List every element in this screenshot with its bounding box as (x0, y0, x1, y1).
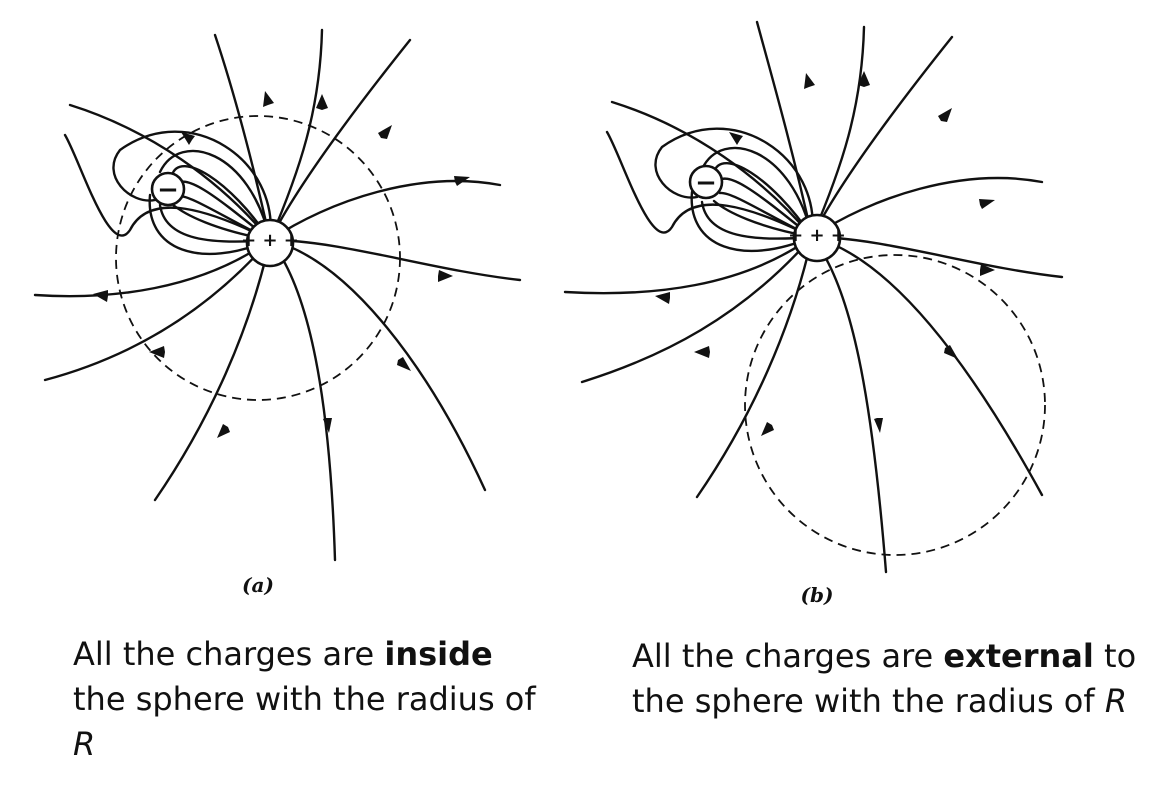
positive-signs-b: + + + (788, 225, 846, 246)
negative-sign-a: − (157, 175, 179, 205)
caption-a-text-2: the sphere with the radius of (73, 680, 536, 718)
field-lines-diagram-b: − + + + (b) (563, 20, 1064, 607)
field-lines-b (563, 20, 1064, 574)
caption-a-variable: R (73, 725, 96, 763)
negative-charge-b: − (688, 164, 724, 200)
positive-charge-a: + + + (241, 218, 299, 268)
field-lines-diagram-a: − + + + (a) (33, 28, 522, 597)
gaussian-sphere-b (744, 254, 1046, 556)
caption-b: All the charges are external to the sphe… (632, 634, 1162, 724)
caption-b-emphasis: external (943, 637, 1094, 675)
caption-b-text-2: to the sphere with the radius of (632, 637, 1137, 720)
caption-a: All the charges are inside the sphere wi… (73, 632, 553, 767)
panel-a-charges-inside: − + + + (a) All the charges are inside t… (0, 0, 560, 788)
caption-a-emphasis: inside (384, 635, 493, 673)
negative-sign-b: − (695, 168, 717, 198)
positive-signs-a: + + + (241, 230, 299, 251)
caption-b-variable: R (1104, 682, 1128, 720)
panel-b-charges-external: − + + + (b) All the charges are external… (560, 0, 1169, 788)
figure-label-a: (a) (242, 573, 274, 597)
field-lines-a (33, 28, 522, 562)
negative-charge-a: − (150, 171, 186, 207)
positive-charge-b: + + + (788, 213, 846, 263)
caption-b-text: All the charges are (632, 637, 944, 675)
figure-label-b: (b) (801, 583, 834, 607)
caption-a-text: All the charges are (73, 635, 385, 673)
